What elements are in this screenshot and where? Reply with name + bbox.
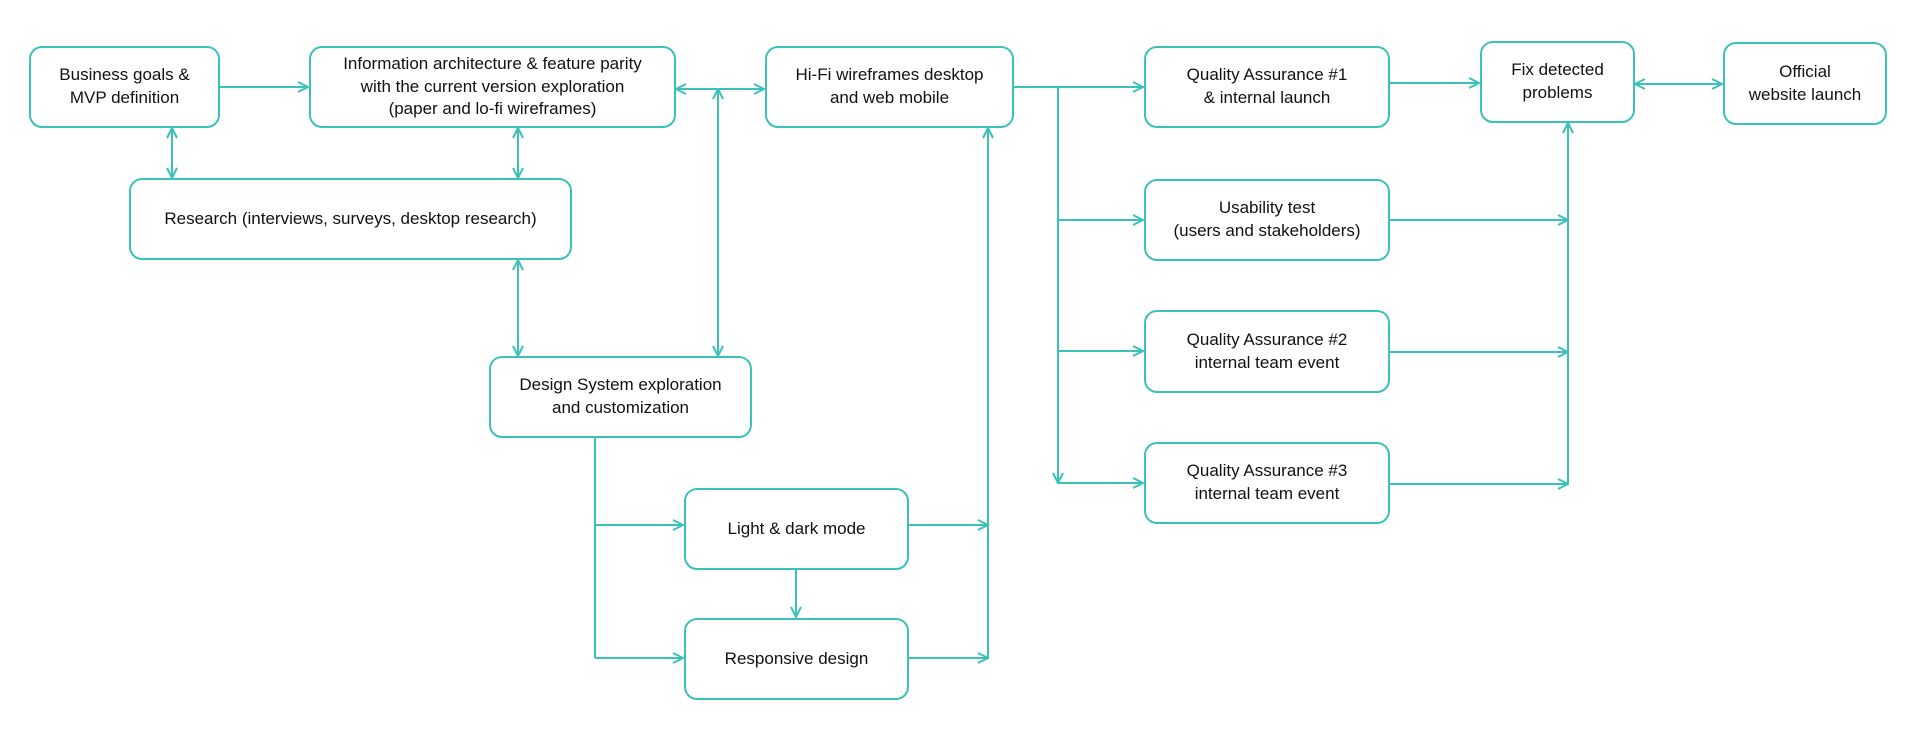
node-qa-2: Quality Assurance #2 internal team event — [1144, 310, 1390, 393]
node-qa-3: Quality Assurance #3 internal team event — [1144, 442, 1390, 524]
node-official-website-launch: Official website launch — [1723, 42, 1887, 125]
node-usability-test: Usability test (users and stakeholders) — [1144, 179, 1390, 261]
node-business-goals-label: Business goals & MVP definition — [59, 65, 190, 107]
node-responsive-design-label: Responsive design — [724, 648, 869, 668]
node-research: Research (interviews, surveys, desktop r… — [129, 178, 572, 260]
node-qa-1: Quality Assurance #1 & internal launch — [1144, 46, 1390, 128]
node-information-architecture: Information architecture & feature parit… — [309, 46, 676, 128]
node-business-goals: Business goals & MVP definition — [29, 46, 220, 128]
node-fix-detected-problems-label: Fix detected problems — [1511, 60, 1604, 102]
node-hifi-wireframes: Hi-Fi wireframes desktop and web mobile — [765, 46, 1014, 128]
node-usability-test-label: Usability test (users and stakeholders) — [1173, 198, 1361, 240]
node-qa-3-label: Quality Assurance #3 internal team event — [1186, 461, 1348, 503]
node-responsive-design: Responsive design — [684, 618, 909, 700]
node-research-label: Research (interviews, surveys, desktop r… — [164, 208, 537, 228]
node-hifi-wireframes-label: Hi-Fi wireframes desktop and web mobile — [795, 65, 984, 107]
node-qa-2-label: Quality Assurance #2 internal team event — [1186, 329, 1348, 372]
node-official-website-launch-label: Official website launch — [1748, 61, 1862, 104]
node-fix-detected-problems: Fix detected problems — [1480, 41, 1635, 123]
node-qa-1-label: Quality Assurance #1 & internal launch — [1186, 65, 1348, 107]
node-light-dark-mode: Light & dark mode — [684, 488, 909, 570]
node-design-system-label: Design System exploration and customizat… — [519, 375, 722, 417]
node-design-system: Design System exploration and customizat… — [489, 356, 752, 438]
node-information-architecture-label: Information architecture & feature parit… — [343, 53, 642, 119]
node-light-dark-mode-label: Light & dark mode — [727, 518, 866, 538]
